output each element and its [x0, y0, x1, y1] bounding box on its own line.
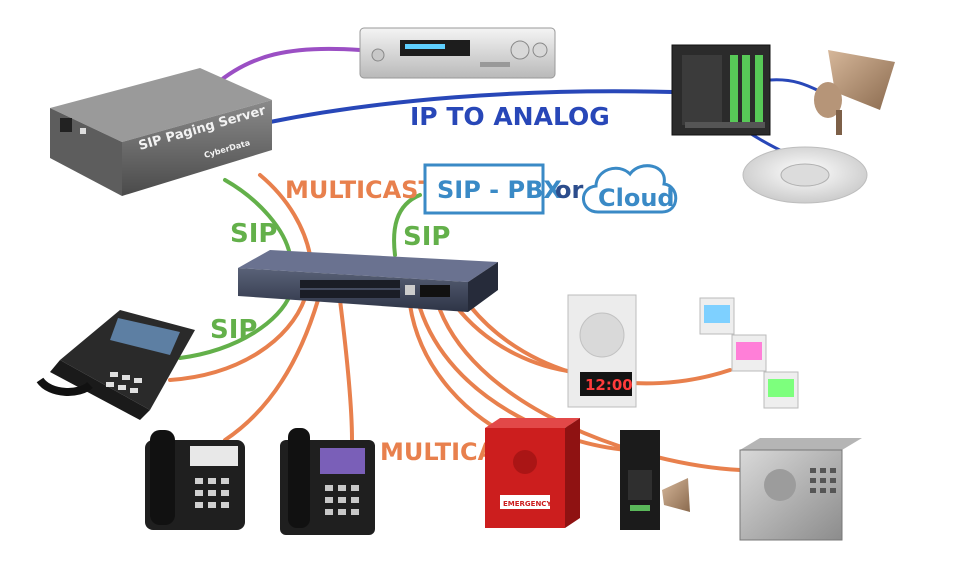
- indicator-light-pink: [731, 334, 767, 372]
- wall-speaker-clock-icon: 12:00: [567, 294, 637, 408]
- multicast-label-top: MULTICAST: [285, 176, 435, 204]
- indicator-light-green: [763, 371, 799, 409]
- link-mc-relay: [418, 306, 630, 452]
- relay-device-icon: [620, 430, 690, 530]
- link-sip-server-switch: [223, 178, 292, 257]
- ip-phone-executive: [36, 310, 195, 420]
- link-server-amplifier: [213, 46, 362, 87]
- ip-to-analog-label: IP TO ANALOG: [410, 102, 610, 131]
- link-server-ip-analog: [268, 89, 674, 124]
- indicator-light-blue: [699, 297, 735, 335]
- sip-label-pbx: SIP: [403, 222, 450, 252]
- intercom-icon: [739, 438, 862, 541]
- ip-phone-desk-1: [145, 430, 245, 530]
- link-multicast-server-switch: [258, 173, 312, 257]
- sip-pbx-box: SIP - PBX: [423, 163, 562, 215]
- link-mc-phone2: [223, 298, 320, 442]
- link-mc-phone1: [168, 296, 307, 382]
- cloud-label: Cloud: [598, 184, 675, 212]
- cloud-icon: Cloud: [582, 164, 678, 214]
- ip-to-analog-adapter-icon: [671, 44, 771, 136]
- sip-label-phone: SIP: [210, 315, 257, 345]
- ceiling-speaker-icon: [742, 146, 868, 204]
- network-switch-icon: [238, 250, 498, 312]
- clock-display: 12:00: [585, 376, 633, 394]
- emergency-label: EMERGENCY: [503, 500, 552, 508]
- audio-amplifier-icon: [359, 27, 556, 79]
- link-sip-pbx-switch: [392, 193, 422, 257]
- sip-label-server: SIP: [230, 219, 277, 249]
- ip-phone-desk-2: [280, 428, 375, 535]
- link-mc-phone3: [338, 298, 354, 442]
- emergency-strobe-icon: EMERGENCY: [485, 418, 580, 528]
- link-sip-phone-switch: [178, 293, 292, 360]
- sip-paging-server-icon: SIP Paging Server CyberData: [50, 68, 272, 196]
- or-label: or: [555, 176, 583, 204]
- sip-pbx-label: SIP - PBX: [437, 176, 562, 204]
- horn-speaker-icon: [814, 50, 895, 135]
